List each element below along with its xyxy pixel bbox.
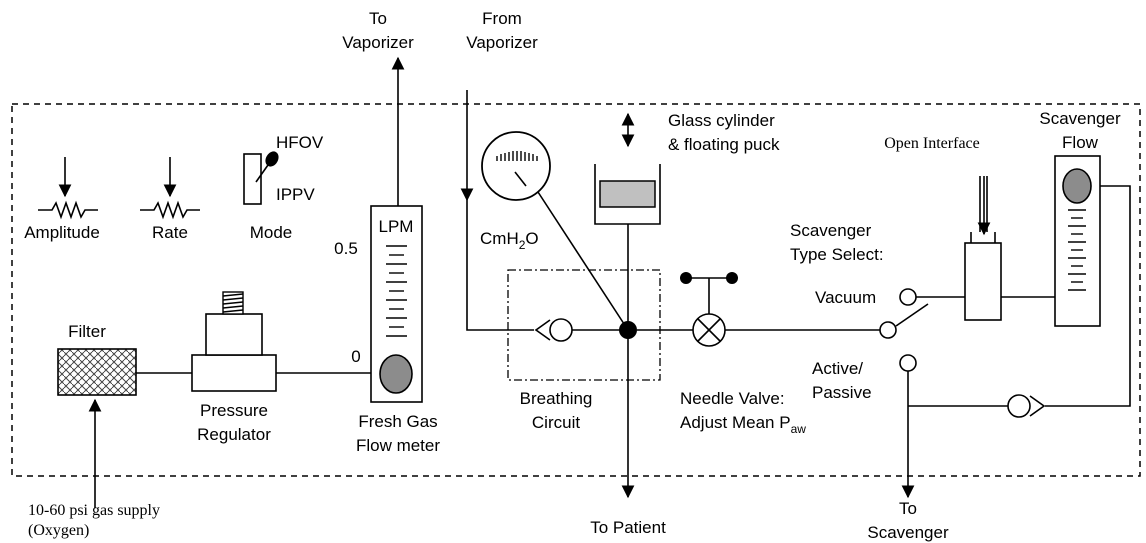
scavenger-flow-label-2: Flow (1062, 133, 1099, 152)
scavenger-select-label-2: Type Select: (790, 245, 884, 264)
amplitude-label: Amplitude (24, 223, 100, 242)
ippv-label: IPPV (276, 185, 315, 204)
pipe-scavenger-return (1045, 185, 1131, 407)
to-vaporizer-label-1: To (369, 9, 387, 28)
scale-0-label: 0 (351, 347, 360, 366)
fresh-gas-label-2: Flow meter (356, 436, 440, 455)
to-scavenger-label-1: To (899, 499, 917, 518)
mode-switch (243, 151, 279, 205)
filter-element (57, 348, 137, 396)
check-valve-scavenger (1007, 394, 1046, 418)
rate-label: Rate (152, 223, 188, 242)
to-scavenger-label-2: Scavenger (867, 523, 949, 542)
breathing-circuit-label-2: Circuit (532, 413, 580, 432)
check-valve-inlet (534, 318, 573, 342)
from-vaporizer-label-1: From (482, 9, 522, 28)
scale-05-label: 0.5 (334, 239, 358, 258)
pressure-gauge (481, 131, 551, 201)
fresh-gas-flow-meter (370, 205, 423, 403)
active-label-1: Active/ (812, 359, 863, 378)
fresh-gas-label-1: Fresh Gas (358, 412, 437, 431)
from-vaporizer-label-2: Vaporizer (466, 33, 538, 52)
hfov-label: HFOV (276, 133, 324, 152)
enclosure-dashed-border (11, 103, 1141, 477)
glass-cylinder-label-2: & floating puck (668, 135, 780, 154)
breathing-circuit-label-1: Breathing (520, 389, 593, 408)
needle-valve-label-1: Needle Valve: (680, 389, 785, 408)
rate-potentiometer (140, 157, 200, 220)
gas-supply-label: 10-60 psi gas supply (28, 502, 160, 519)
scavenger-flow-meter (1054, 155, 1101, 327)
open-interface-label: Open Interface (884, 135, 980, 152)
breathing-circuit-box (507, 269, 661, 381)
to-vaporizer-label-2: Vaporizer (342, 33, 414, 52)
scavenger-select-label-1: Scavenger (790, 221, 872, 240)
pressure-regulator-label-2: Regulator (197, 425, 271, 444)
lpm-label: LPM (379, 217, 414, 236)
scavenger-type-switch (879, 288, 929, 372)
glass-cylinder-label-1: Glass cylinder (668, 111, 775, 130)
filter-label: Filter (68, 322, 106, 341)
gauge-line (537, 191, 629, 331)
needle-valve-label-2: Adjust Mean Paw (680, 413, 806, 436)
pressure-regulator (191, 291, 277, 392)
gas-supply-sublabel: (Oxygen) (28, 522, 89, 539)
to-patient-label: To Patient (590, 518, 666, 537)
pressure-regulator-label-1: Pressure (200, 401, 268, 420)
pipe-from-vaporizer (466, 200, 534, 331)
amplitude-potentiometer (38, 157, 98, 220)
open-interface (964, 176, 1002, 321)
flow-meter-scale (386, 245, 407, 337)
mode-label: Mode (250, 223, 293, 242)
vacuum-label: Vacuum (815, 288, 876, 307)
needle-valve (680, 272, 738, 347)
cmh2o-label: CmH2O (480, 229, 539, 252)
active-label-2: Passive (812, 383, 872, 402)
glass-cylinder (594, 112, 661, 225)
scavenger-flow-label-1: Scavenger (1039, 109, 1121, 128)
